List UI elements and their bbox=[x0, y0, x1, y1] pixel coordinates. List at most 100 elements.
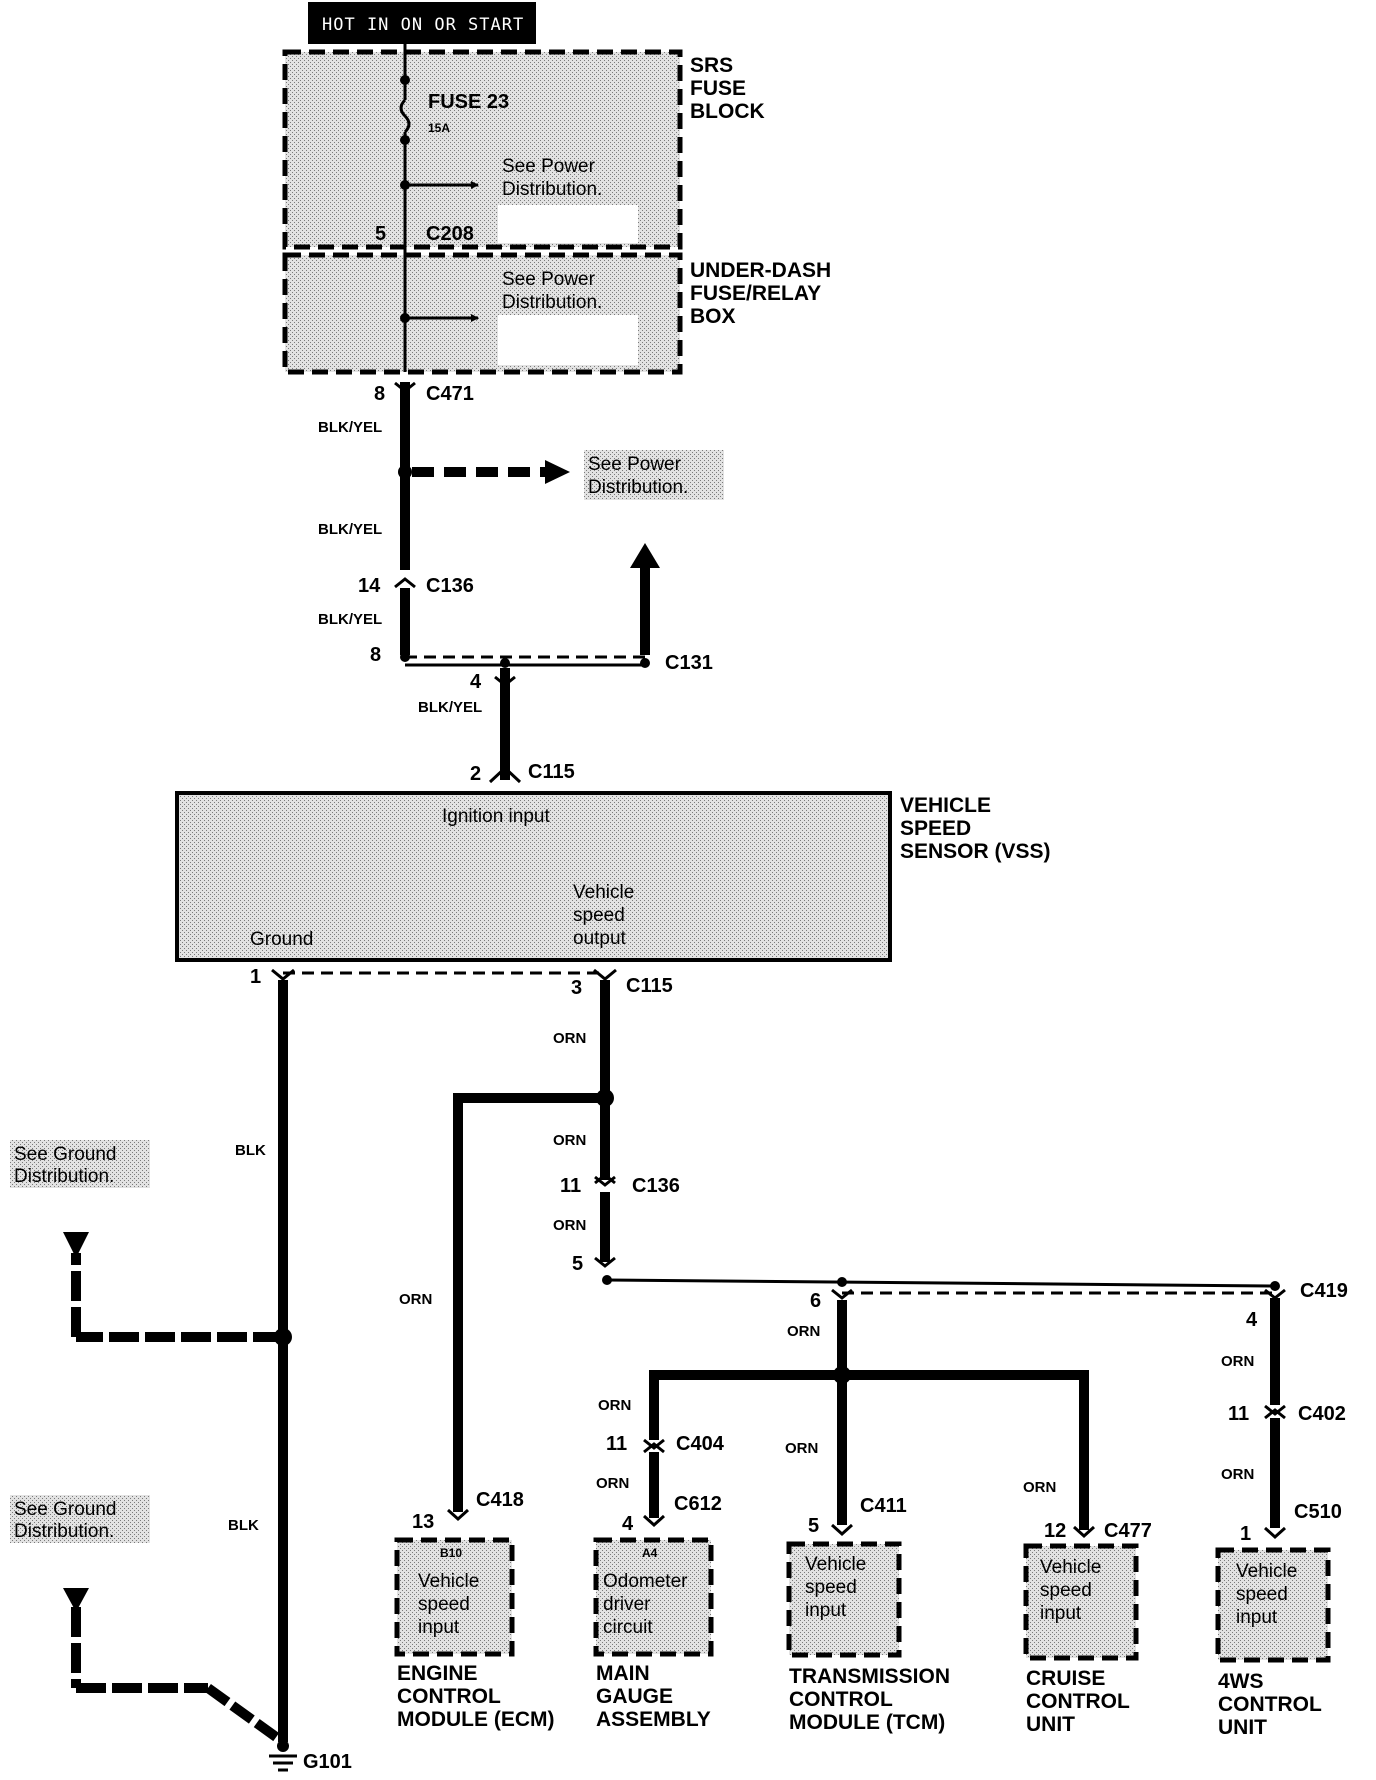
ground-note2-line1: See Ground bbox=[14, 1499, 116, 1520]
4ws-name-3: UNIT bbox=[1218, 1716, 1267, 1739]
vss-output-line3: output bbox=[573, 928, 627, 949]
tcm-func-2: speed bbox=[805, 1577, 857, 1598]
srs-name-2: FUSE bbox=[690, 77, 746, 100]
orn-label-2: ORN bbox=[553, 1132, 586, 1149]
4ws-pin: 1 bbox=[1240, 1523, 1251, 1545]
underdash-note-line1: See Power bbox=[502, 269, 596, 290]
c404-pin: 11 bbox=[606, 1433, 627, 1455]
speed-output-wiring: 3 C115 ORN ORN ORN 11 C136 ORN 5 6 C419 … bbox=[399, 968, 1348, 1530]
c136-lower-connector: C136 bbox=[632, 1175, 680, 1197]
blk-wire-label-2: BLK bbox=[228, 1517, 259, 1534]
underdash-name-2: FUSE/RELAY bbox=[690, 282, 821, 305]
underdash-note-line2: Distribution. bbox=[502, 292, 602, 313]
output-pin: 3 bbox=[571, 977, 582, 999]
orn-label-6: ORN bbox=[596, 1475, 629, 1492]
vss-output-line2: speed bbox=[573, 905, 625, 926]
tcm-name-2: CONTROL bbox=[789, 1688, 893, 1711]
ground-arrow-icon bbox=[63, 1232, 89, 1258]
orn-label-5: ORN bbox=[598, 1397, 631, 1414]
cruise-func-2: speed bbox=[1040, 1580, 1092, 1601]
cruise-name-3: UNIT bbox=[1026, 1713, 1075, 1736]
tcm-name-3: MODULE (TCM) bbox=[789, 1711, 945, 1734]
output-connector: C115 bbox=[626, 975, 673, 997]
ecm-pin: 13 bbox=[412, 1511, 434, 1533]
fuse-rating: 15A bbox=[428, 121, 450, 135]
underdash-name-1: UNDER-DASH bbox=[690, 259, 831, 282]
vss-ignition-label: Ignition input bbox=[442, 806, 550, 827]
orn-label-7: ORN bbox=[1221, 1353, 1254, 1370]
ground-arrow-icon-2 bbox=[63, 1588, 89, 1612]
fuse-label: FUSE 23 bbox=[428, 91, 509, 113]
cruise-func-3: input bbox=[1040, 1603, 1082, 1624]
tcm-func-3: input bbox=[805, 1600, 847, 1621]
orn-label-8: ORN bbox=[1221, 1466, 1254, 1483]
c402-pin: 11 bbox=[1228, 1403, 1249, 1425]
c136-lower-pin: 11 bbox=[560, 1175, 581, 1197]
srs-note-line1: See Power bbox=[502, 156, 596, 177]
orn-label-tcm: ORN bbox=[785, 1440, 818, 1457]
module-ecm: 13 C418 B10 Vehicle speed input ENGINE C… bbox=[394, 1489, 554, 1731]
ground-note2-line2: Distribution. bbox=[14, 1521, 114, 1542]
vss-name-2: SPEED bbox=[900, 817, 971, 840]
tcm-connector: C411 bbox=[860, 1495, 907, 1517]
ecm-func-3: input bbox=[418, 1617, 460, 1638]
gauge-func-3: circuit bbox=[603, 1617, 653, 1638]
gauge-func-1: Odometer bbox=[603, 1571, 688, 1592]
c402-connector: C402 bbox=[1298, 1403, 1346, 1425]
orn-label-3: ORN bbox=[553, 1217, 586, 1234]
c136-connector: C136 bbox=[426, 575, 474, 597]
4ws-func-1: Vehicle bbox=[1236, 1561, 1297, 1582]
c471-pin: 8 bbox=[374, 383, 385, 405]
srs-name-1: SRS bbox=[690, 54, 733, 77]
wire2-label: BLK/YEL bbox=[318, 521, 382, 538]
vehicle-speed-sensor: Ignition input Vehicle speed output Grou… bbox=[175, 791, 1051, 962]
underdash-fuse-box: See Power Distribution. UNDER-DASH FUSE/… bbox=[282, 248, 831, 375]
c419-pin-right: 4 bbox=[1246, 1309, 1258, 1331]
module-cruise: 12 C477 Vehicle speed input CRUISE CONTR… bbox=[1023, 1520, 1152, 1736]
vss-output-line1: Vehicle bbox=[573, 882, 634, 903]
gauge-name-3: ASSEMBLY bbox=[596, 1708, 711, 1731]
c131-pin: 8 bbox=[370, 644, 381, 666]
orn-label-4: ORN bbox=[787, 1323, 820, 1340]
tcm-name-1: TRANSMISSION bbox=[789, 1665, 950, 1688]
splice-note-line2: Distribution. bbox=[588, 477, 688, 498]
ecm-name-1: ENGINE bbox=[397, 1662, 478, 1685]
gauge-pin: 4 bbox=[622, 1513, 634, 1535]
cruise-pin: 12 bbox=[1044, 1520, 1066, 1542]
fuse-icon bbox=[399, 98, 411, 134]
c115-top-pin: 2 bbox=[470, 763, 481, 785]
blk-wire-label-1: BLK bbox=[235, 1142, 266, 1159]
upper-wiring: 8 C471 BLK/YEL See Power Distribution. B… bbox=[318, 381, 724, 785]
ground-pin: 1 bbox=[250, 966, 261, 988]
c115-top-wire: BLK/YEL bbox=[418, 699, 482, 716]
underdash-name-3: BOX bbox=[690, 305, 736, 328]
vss-ground-label: Ground bbox=[250, 929, 313, 950]
ecm-name-3: MODULE (ECM) bbox=[397, 1708, 554, 1731]
tcm-pin: 5 bbox=[808, 1515, 819, 1537]
cruise-name-2: CONTROL bbox=[1026, 1690, 1130, 1713]
tcm-func-1: Vehicle bbox=[805, 1554, 866, 1575]
ground-wiring: 1 BLK BLK See Ground Distribution. See G… bbox=[10, 966, 605, 1773]
splice-note-line1: See Power bbox=[588, 454, 682, 475]
vss-name-1: VEHICLE bbox=[900, 794, 991, 817]
c115-top-connector: C115 bbox=[528, 761, 575, 783]
c131-connector: C131 bbox=[665, 652, 713, 674]
srs-note-line2: Distribution. bbox=[502, 179, 602, 200]
srs-connector: C208 bbox=[426, 223, 474, 245]
4ws-name-2: CONTROL bbox=[1218, 1693, 1322, 1716]
cruise-func-1: Vehicle bbox=[1040, 1557, 1101, 1578]
module-4ws: 1 C510 Vehicle speed input 4WS CONTROL U… bbox=[1215, 1501, 1342, 1739]
gauge-func-2: driver bbox=[603, 1594, 651, 1615]
4ws-func-3: input bbox=[1236, 1607, 1278, 1628]
arrow-up-icon bbox=[630, 543, 660, 568]
cruise-name-1: CRUISE bbox=[1026, 1667, 1105, 1690]
ground-note1-line2: Distribution. bbox=[14, 1166, 114, 1187]
c115-top-pin-a: 4 bbox=[470, 671, 482, 693]
4ws-name-1: 4WS bbox=[1218, 1670, 1264, 1693]
c471-wire: BLK/YEL bbox=[318, 419, 382, 436]
ground-note1-line1: See Ground bbox=[14, 1144, 116, 1165]
c136-wire: BLK/YEL bbox=[318, 611, 382, 628]
title-bar: HOT IN ON OR START bbox=[308, 2, 536, 44]
c419-pin-left: 6 bbox=[810, 1290, 821, 1312]
